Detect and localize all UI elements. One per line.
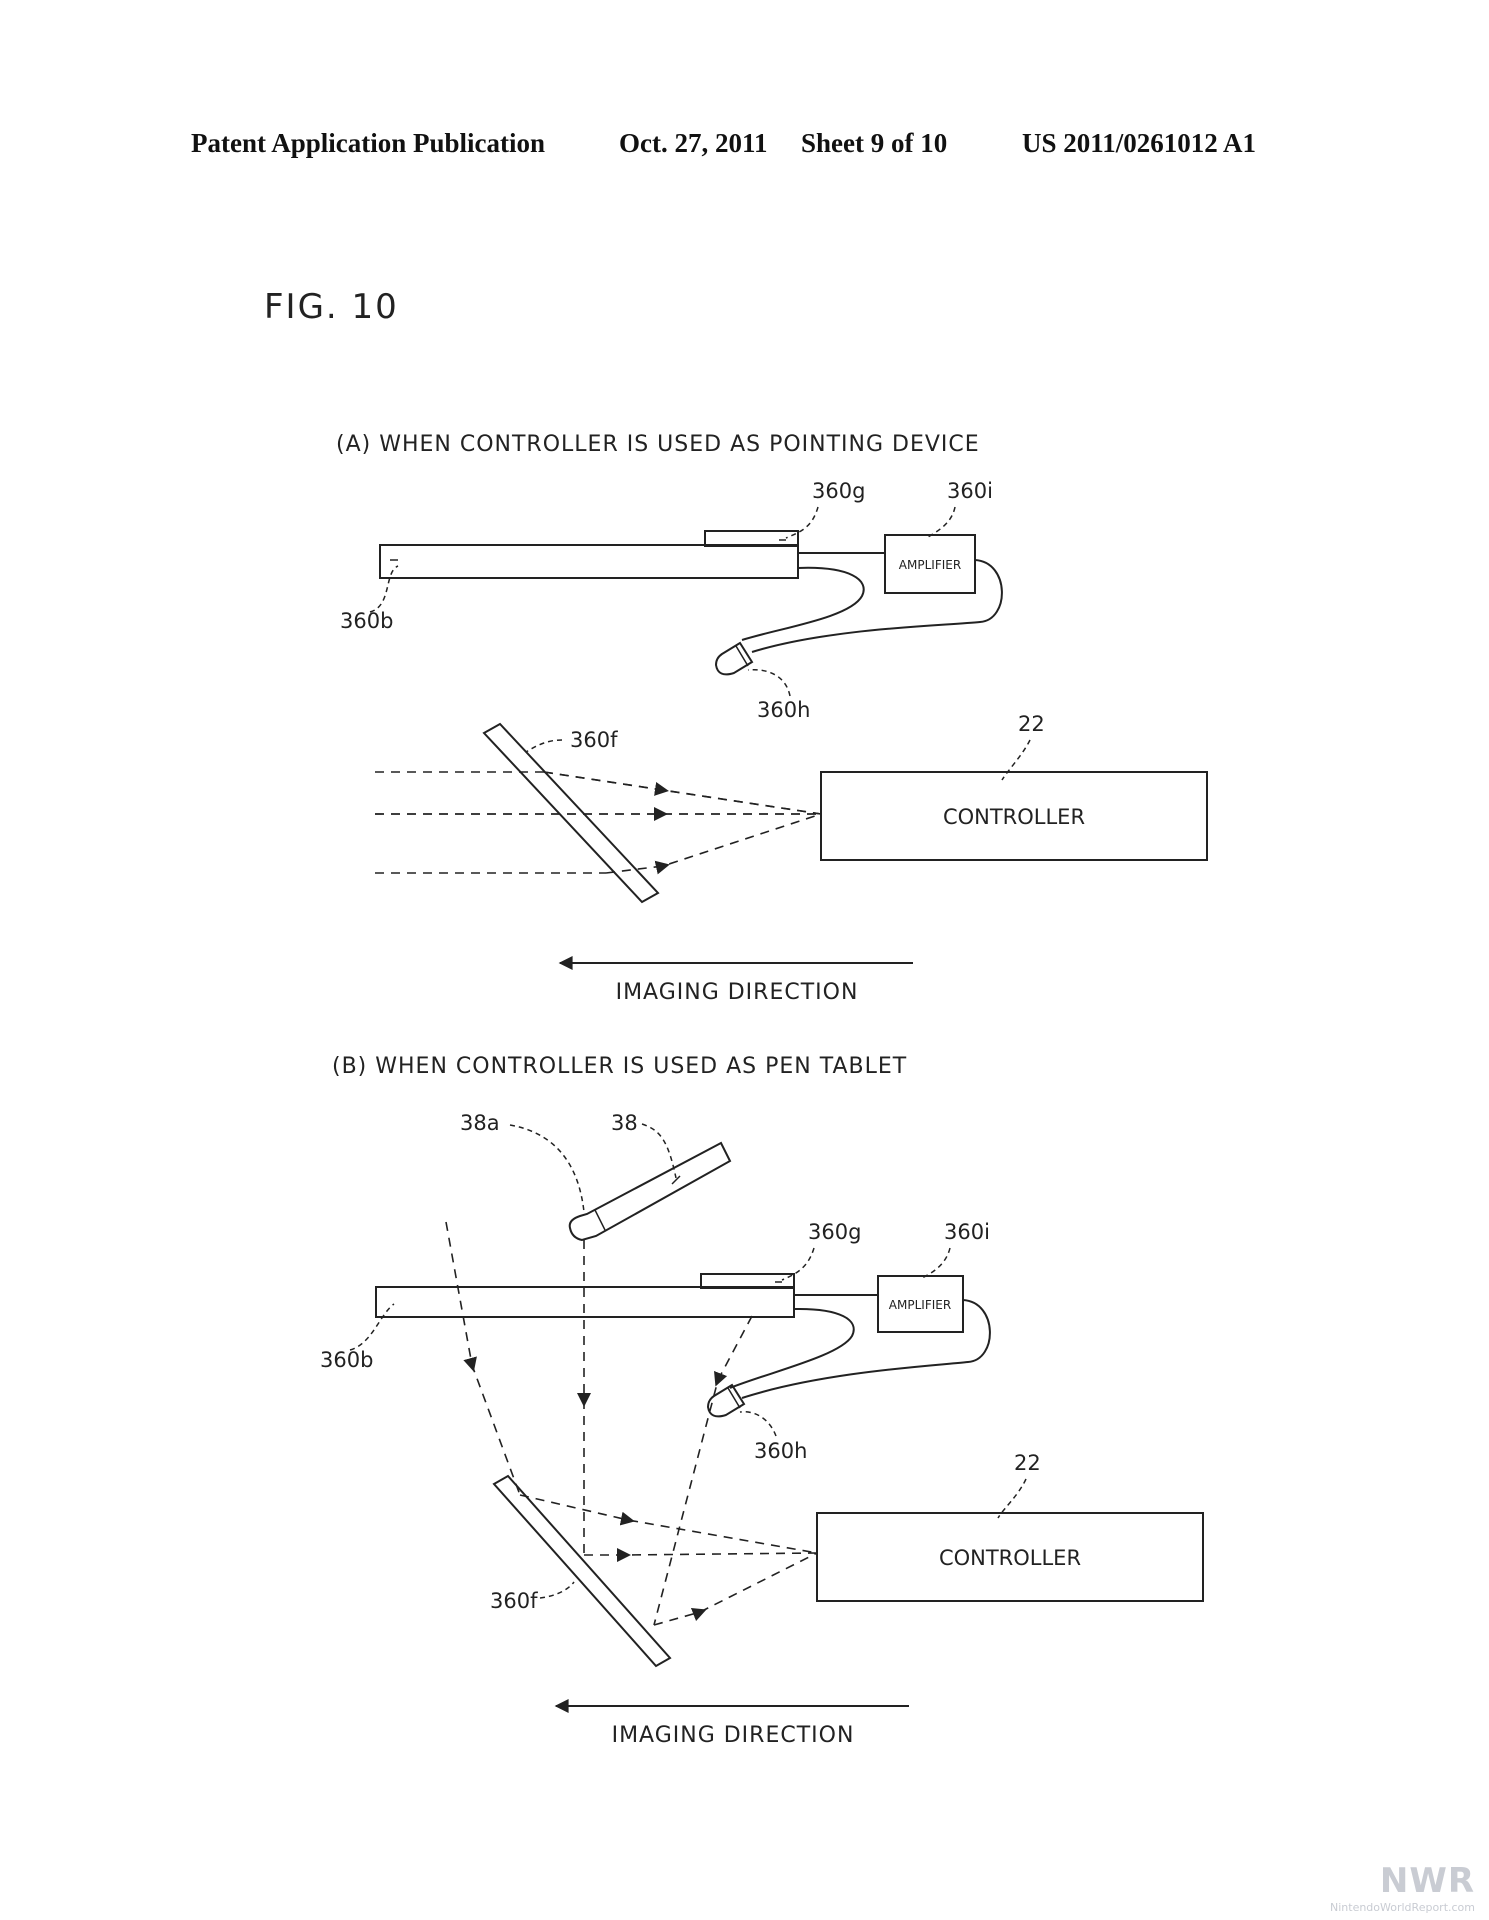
light-ray xyxy=(653,1552,818,1626)
publication-date: Oct. 27, 2011 xyxy=(619,128,768,158)
panel-a: (A) WHEN CONTROLLER IS USED AS POINTING … xyxy=(336,432,1208,1005)
publication-number: US 2011/0261012 A1 xyxy=(1022,128,1257,158)
imaging-direction-label: IMAGING DIRECTION xyxy=(612,1723,855,1748)
figure-title: FIG. 10 xyxy=(264,287,399,327)
ref-22: 22 xyxy=(1014,1451,1041,1475)
watermark-site: NintendoWorldReport.com xyxy=(1330,1901,1475,1914)
led-360h xyxy=(714,641,754,676)
watermark-logo: NWR xyxy=(1379,1861,1475,1901)
amplifier-box xyxy=(877,1275,964,1333)
wire xyxy=(741,1299,991,1399)
publication-type: Patent Application Publication xyxy=(191,128,546,158)
led-360h xyxy=(706,1383,746,1418)
mirror-360f xyxy=(482,722,660,904)
ref-360i: 360i xyxy=(944,1220,990,1244)
ref-360g: 360g xyxy=(812,479,865,503)
ref-360f: 360f xyxy=(570,728,618,752)
ref-360h: 360h xyxy=(757,698,810,722)
amplifier-label: AMPLIFIER xyxy=(899,558,961,572)
controller-box xyxy=(816,1512,1204,1602)
light-ray xyxy=(543,771,822,815)
ref-360i: 360i xyxy=(947,479,993,503)
controller-label: CONTROLLER xyxy=(943,805,1085,829)
ref-360h: 360h xyxy=(754,1439,807,1463)
amplifier-label: AMPLIFIER xyxy=(889,1298,951,1312)
ref-38a: 38a xyxy=(460,1111,500,1135)
panel-a-caption: (A) WHEN CONTROLLER IS USED AS POINTING … xyxy=(336,432,980,457)
ref-360b: 360b xyxy=(340,609,393,633)
mirror-360f xyxy=(492,1474,672,1668)
sensor-bar xyxy=(379,544,799,579)
controller-box xyxy=(820,771,1208,861)
sensor-module xyxy=(704,530,799,547)
imaging-direction-label: IMAGING DIRECTION xyxy=(616,980,859,1005)
ref-360g: 360g xyxy=(808,1220,861,1244)
sheet-number: Sheet 9 of 10 xyxy=(801,128,948,158)
panel-b-caption: (B) WHEN CONTROLLER IS USED AS PEN TABLE… xyxy=(332,1054,907,1079)
page-header: Patent Application Publication Oct. 27, … xyxy=(0,128,1489,168)
panel-b: (B) WHEN CONTROLLER IS USED AS PEN TABLE… xyxy=(320,1054,1204,1748)
ref-360f: 360f xyxy=(490,1589,538,1613)
light-ray xyxy=(653,1315,753,1626)
pen-38 xyxy=(568,1141,732,1242)
wire xyxy=(729,1307,855,1389)
wire xyxy=(741,566,865,641)
wire xyxy=(751,559,1003,653)
watermark: NWR NintendoWorldReport.com xyxy=(1330,1861,1475,1914)
light-ray xyxy=(445,1221,521,1496)
sensor-module xyxy=(700,1273,795,1289)
light-ray xyxy=(584,1548,818,1563)
ref-360b: 360b xyxy=(320,1348,373,1372)
ref-38: 38 xyxy=(611,1111,638,1135)
ref-22: 22 xyxy=(1018,712,1045,736)
sensor-bar xyxy=(375,1286,795,1318)
controller-label: CONTROLLER xyxy=(939,1546,1081,1570)
light-ray xyxy=(519,1494,818,1554)
